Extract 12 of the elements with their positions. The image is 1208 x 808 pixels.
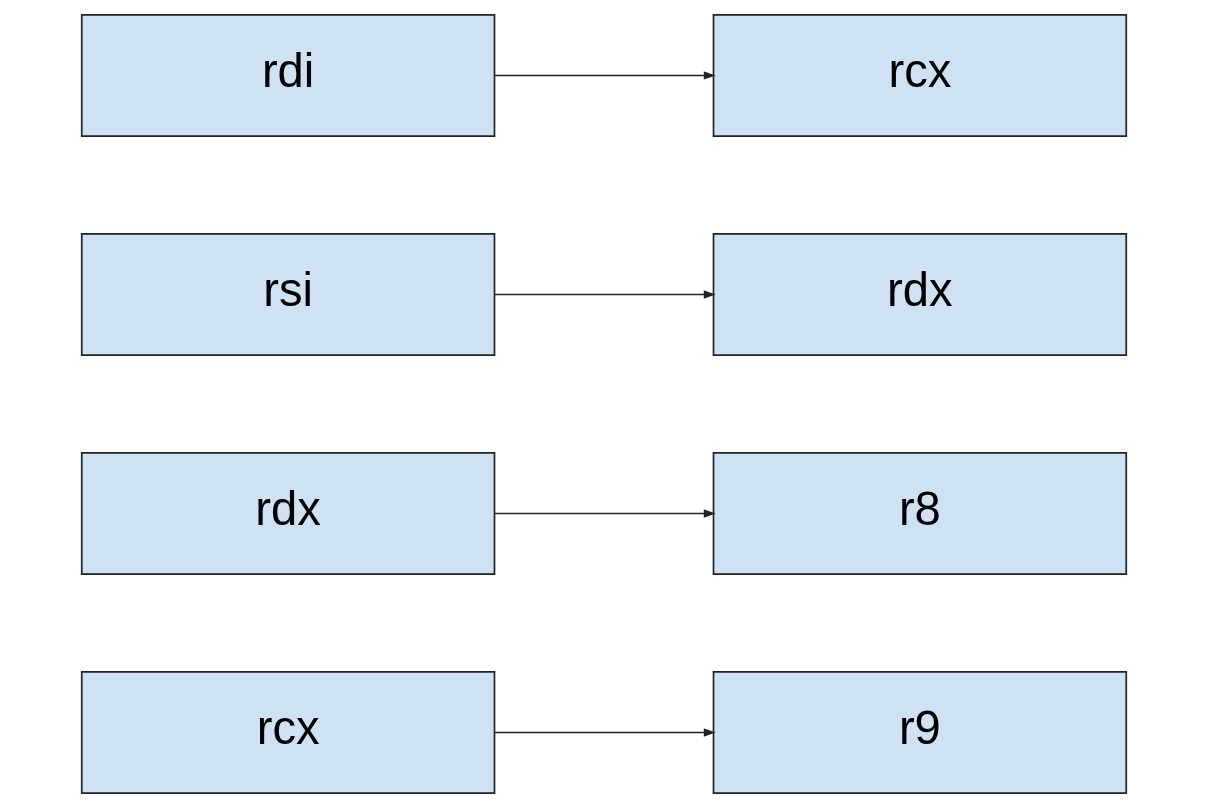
- node-box: rsi: [80, 233, 496, 356]
- node-box: rcx: [712, 14, 1128, 137]
- node-box: rdx: [80, 452, 496, 575]
- node-box: rdx: [712, 233, 1128, 356]
- node-box: r9: [712, 671, 1128, 794]
- node-box: r8: [712, 452, 1128, 575]
- node-box: rdi: [80, 14, 496, 137]
- arrow: [493, 509, 716, 518]
- arrow: [493, 290, 716, 299]
- arrow: [493, 71, 716, 80]
- node-box: rcx: [80, 671, 496, 794]
- arrow: [493, 728, 716, 737]
